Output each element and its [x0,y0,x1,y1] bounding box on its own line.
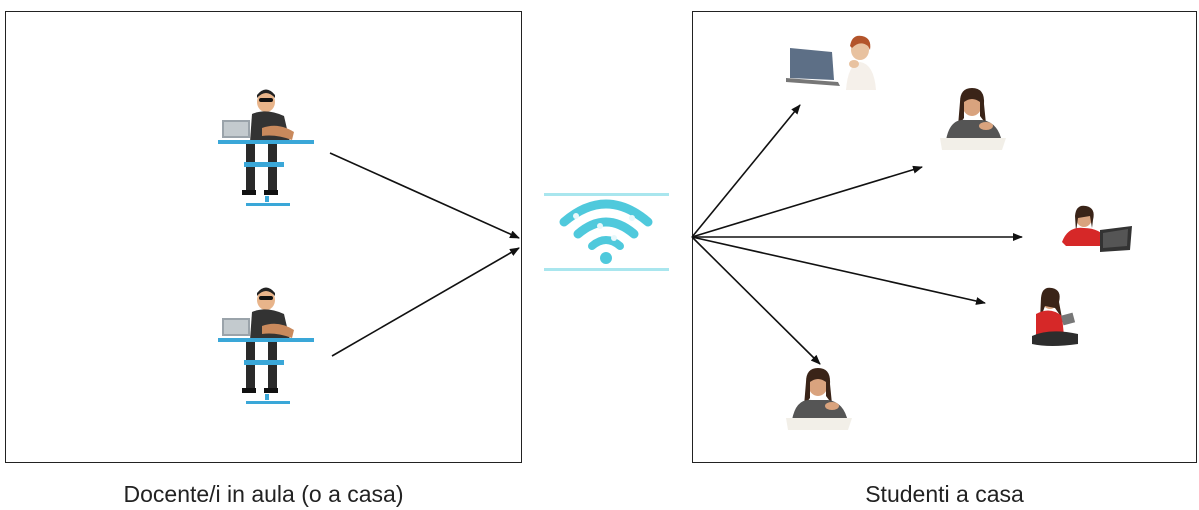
teachers-panel [5,11,522,463]
students-caption: Studenti a casa [865,481,1024,507]
student-2-icon [940,88,1006,150]
arrow-teacher1-to-wifi [329,152,520,239]
teachers-caption: Docente/i in aula (o a casa) [123,481,404,507]
arrow-wifi-to-student2 [691,165,923,238]
teacher-1-icon [218,89,314,206]
arrow-wifi-to-student1 [691,104,801,238]
wifi-icon [544,193,669,271]
arrow-wifi-to-student4 [691,236,986,305]
student-1-icon [786,35,876,90]
arrow-wifi-to-student5 [691,236,821,365]
student-4-icon [1032,287,1078,346]
student-5-icon [786,368,852,430]
arrow-teacher2-to-wifi [331,247,520,357]
student-3-icon [1062,205,1132,252]
teacher-2-icon [218,287,314,404]
